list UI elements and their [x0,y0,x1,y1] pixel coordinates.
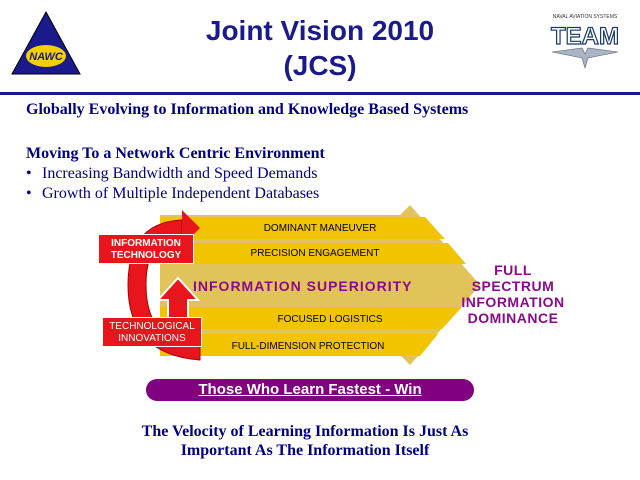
svg-text:NAVAL AVIATION SYSTEMS: NAVAL AVIATION SYSTEMS [553,14,618,20]
band-label-focused-logistics: FOCUSED LOGISTICS [277,314,382,325]
fsid-line: INFORMATION [461,294,565,310]
fsid-line: SPECTRUM [471,278,555,294]
bullet-text: Growth of Multiple Independent Databases [42,185,320,202]
bullet-marker: • [26,165,32,182]
band-full-dimension-protection [160,334,438,356]
fsid-line: DOMINANCE [467,310,559,326]
joint-vision-diagram: DOMINANT MANEUVER PRECISION ENGAGEMENT F… [127,205,480,365]
conclusion-line-2: Important As The Information Itself [180,442,430,459]
full-spectrum-dominance-label: FULL SPECTRUM INFORMATION DOMINANCE [446,262,580,326]
heading-network-centric: Moving To a Network Centric Environment [26,145,325,162]
band-precision-engagement [160,243,466,264]
learn-fastest-text: Those Who Learn Fastest - Win [198,381,422,398]
title-line-2: (JCS) [283,50,357,81]
information-technology-label: INFORMATION TECHNOLOGY [98,234,194,264]
technological-innovations-label: TECHNOLOGICAL INNOVATIONS [102,317,202,347]
band-label-precision-engagement: PRECISION ENGAGEMENT [251,248,380,259]
nawc-logo: NAWC [11,10,81,75]
band-label-full-dimension-protection: FULL-DIMENSION PROTECTION [232,341,385,352]
band-label-dominant-maneuver: DOMINANT MANEUVER [264,223,377,234]
naval-aviation-team-logo: NAVAL AVIATION SYSTEMS TEAM [550,14,620,70]
conclusion-line-1: The Velocity of Learning Information Is … [141,423,469,440]
bullet-text: Increasing Bandwidth and Speed Demands [42,165,318,182]
bullet-marker: • [26,185,32,202]
bullet-bandwidth: • Increasing Bandwidth and Speed Demands [26,165,317,183]
learn-fastest-banner: Those Who Learn Fastest - Win [146,379,474,401]
title-line-1: Joint Vision 2010 [205,15,435,46]
fsid-line: FULL [494,262,532,278]
band-dominant-maneuver [160,217,445,239]
svg-text:NAWC: NAWC [29,51,64,63]
svg-text:TEAM: TEAM [551,23,619,50]
band-focused-logistics [160,307,462,329]
information-superiority-label: INFORMATION SUPERIORITY [193,278,413,294]
heading-knowledge-systems: Globally Evolving to Information and Kno… [26,101,469,118]
conclusion-text: The Velocity of Learning Information Is … [0,422,610,460]
bullet-databases: • Growth of Multiple Independent Database… [26,185,319,203]
header-divider [0,92,640,95]
